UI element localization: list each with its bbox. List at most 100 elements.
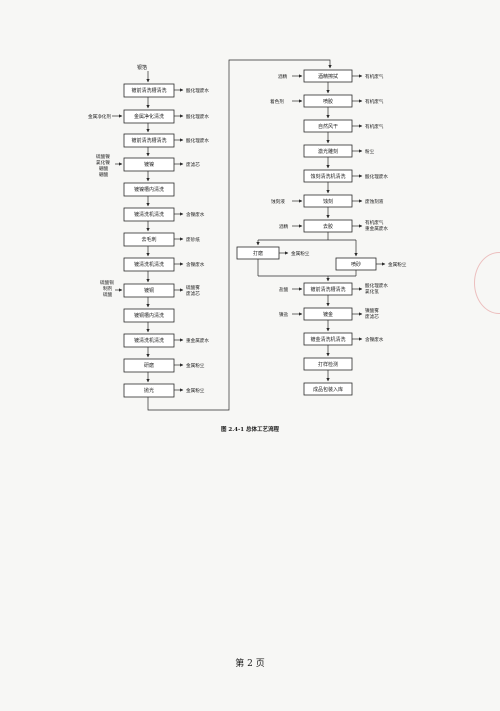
left-output-4: 废滤芯	[186, 161, 200, 168]
right-step-6: 蚀刻	[303, 194, 353, 208]
svg-text:镀清洗机清洗: 镀清洗机清洗	[134, 211, 164, 218]
svg-text:镀前清洗槽清洗: 镀前清洗槽清洗	[131, 87, 166, 94]
right-input-3: 蚀刻液	[271, 198, 285, 205]
left-step-7: 去毛刺	[123, 232, 175, 247]
left-step-8: 镀清洗机清洗	[123, 257, 175, 272]
left-input-copper-chemicals: 硫酸铜 制剂 硫酸	[100, 279, 114, 298]
svg-text:去胶: 去胶	[323, 223, 333, 230]
right-output-10: 氯化氢	[365, 288, 379, 295]
svg-text:酒精擦拭: 酒精擦拭	[318, 73, 338, 80]
svg-text:镀清洗机清洗: 镀清洗机清洗	[134, 261, 164, 268]
svg-text:激光雕刻: 激光雕刻	[318, 148, 338, 155]
svg-text:镀镍: 镀镍	[144, 161, 154, 168]
svg-text:抛光: 抛光	[144, 387, 154, 394]
svg-text:蚀刻清洗机清洗: 蚀刻清洗机清洗	[310, 173, 345, 180]
svg-text:镀前清洗槽清洗: 镀前清洗槽清洗	[310, 286, 345, 293]
svg-text:硼酸: 硼酸	[99, 171, 109, 178]
right-step-2: 喷胶	[303, 94, 353, 108]
svg-text:硫酸铜: 硫酸铜	[100, 279, 114, 286]
right-input-1: 酒精	[278, 73, 288, 80]
left-output-12: 金属粉尘	[186, 387, 205, 394]
left-step-4: 镀镍	[123, 157, 175, 172]
right-output-12: 废滤芯	[365, 313, 379, 320]
left-output-8: 硫酸雾	[186, 284, 200, 291]
right-output-13: 含镍废水	[365, 336, 384, 343]
left-output-11: 金属粉尘	[186, 362, 205, 369]
left-output-1: 酸化理废水	[186, 87, 209, 94]
svg-text:金属净化清洗: 金属净化清洗	[134, 113, 164, 120]
left-step-12: 研磨	[123, 358, 175, 373]
svg-text:成品包装入库: 成品包装入库	[313, 386, 343, 393]
svg-text:打磨: 打磨	[253, 250, 263, 257]
right-step-5: 蚀刻清洗机清洗	[303, 169, 353, 183]
right-step-1: 酒精擦拭	[303, 69, 353, 83]
right-output-8: 重金属废水	[365, 225, 388, 232]
right-output-2: 有机废气	[365, 98, 384, 105]
right-output-9: 酸化理废水	[365, 282, 388, 289]
svg-text:喷胶: 喷胶	[323, 98, 333, 105]
right-step-10: 镀金清洗机清洗	[303, 332, 353, 346]
svg-text:研磨: 研磨	[144, 362, 154, 369]
svg-text:镀铜: 镀铜	[144, 287, 154, 294]
right-output-4: 粉尘	[365, 148, 375, 155]
left-step-5: 镀镍槽内清洗	[123, 182, 175, 197]
svg-text:硫酸镍: 硫酸镍	[96, 153, 110, 160]
left-step-1: 镀前清洗槽清洗	[123, 83, 175, 98]
left-output-2: 酸化理废水	[186, 113, 209, 120]
svg-text:镀铜槽内清洗: 镀铜槽内清洗	[134, 312, 164, 319]
page-number: 第 2 页	[235, 659, 265, 669]
left-input-nickel-chemicals: 硫酸镍 氯化镍 硼酸 硼酸	[96, 153, 110, 178]
side-step-right: 喷砂	[335, 257, 377, 271]
left-output-3: 酸化理废水	[186, 137, 209, 144]
right-output-5: 酸化理废水	[365, 173, 388, 180]
right-step-3: 自然风干	[303, 119, 353, 133]
right-step-7: 去胶	[303, 219, 353, 233]
svg-text:镀金清洗机清洗: 镀金清洗机清洗	[310, 336, 345, 343]
right-step-4: 激光雕刻	[303, 144, 353, 158]
svg-text:氯化镍: 氯化镍	[96, 159, 110, 166]
svg-text:制剂: 制剂	[103, 285, 113, 292]
svg-text:硼酸: 硼酸	[99, 165, 109, 172]
svg-text:镀清洗机清洗: 镀清洗机清洗	[134, 337, 164, 344]
svg-text:蚀刻: 蚀刻	[323, 198, 333, 205]
figure-caption: 图 2.4-1 总体工艺流程	[221, 425, 280, 433]
svg-text:镀前清洗槽清洗: 镀前清洗槽清洗	[131, 137, 166, 144]
svg-text:镀镍槽内清洗: 镀镍槽内清洗	[134, 186, 164, 193]
left-step-13: 抛光	[123, 383, 175, 398]
left-input-metal-cleaner: 金属净化剂	[88, 113, 111, 120]
right-step-11: 打样检测	[303, 357, 353, 371]
column-connector-line	[147, 59, 332, 411]
right-output-11: 镍酸雾	[365, 307, 379, 314]
right-input-4: 酒精	[279, 223, 289, 230]
svg-text:硫酸: 硫酸	[103, 291, 113, 298]
side-output-left: 金属粉尘	[291, 250, 310, 257]
left-step-10: 镀铜槽内清洗	[123, 308, 175, 323]
right-output-1: 有机废气	[365, 73, 384, 80]
left-output-7: 含镍废水	[186, 261, 205, 268]
side-step-left: 打磨	[236, 246, 280, 260]
left-output-9: 废滤芯	[186, 290, 200, 297]
left-step-6: 镀清洗机清洗	[123, 207, 175, 222]
left-step-9: 镀铜	[123, 283, 175, 298]
right-step-8: 镀前清洗槽清洗	[303, 282, 353, 296]
left-step-11: 镀清洗机清洗	[123, 333, 175, 348]
right-input-5: 盐酸	[279, 286, 289, 293]
right-output-7: 有机废气	[365, 219, 384, 226]
left-output-10: 重金属废水	[186, 337, 209, 344]
left-output-5: 含镍废水	[186, 211, 205, 218]
right-output-3: 有机废气	[365, 123, 384, 130]
svg-text:喷砂: 喷砂	[351, 261, 361, 268]
right-input-6: 镍盐	[279, 311, 289, 318]
right-output-6: 废蚀刻液	[365, 198, 384, 205]
input-silver-foil: 银箔	[137, 64, 147, 71]
left-output-6: 废砂纸	[186, 236, 200, 243]
right-step-9: 镀金	[303, 307, 353, 321]
svg-text:打样检测: 打样检测	[318, 361, 338, 368]
left-step-2: 金属净化清洗	[123, 109, 175, 124]
right-step-12: 成品包装入库	[303, 382, 353, 396]
left-step-3: 镀前清洗槽清洗	[123, 133, 175, 148]
side-output-right: 金属粉尘	[388, 261, 407, 268]
right-input-2: 着色剂	[270, 98, 284, 105]
